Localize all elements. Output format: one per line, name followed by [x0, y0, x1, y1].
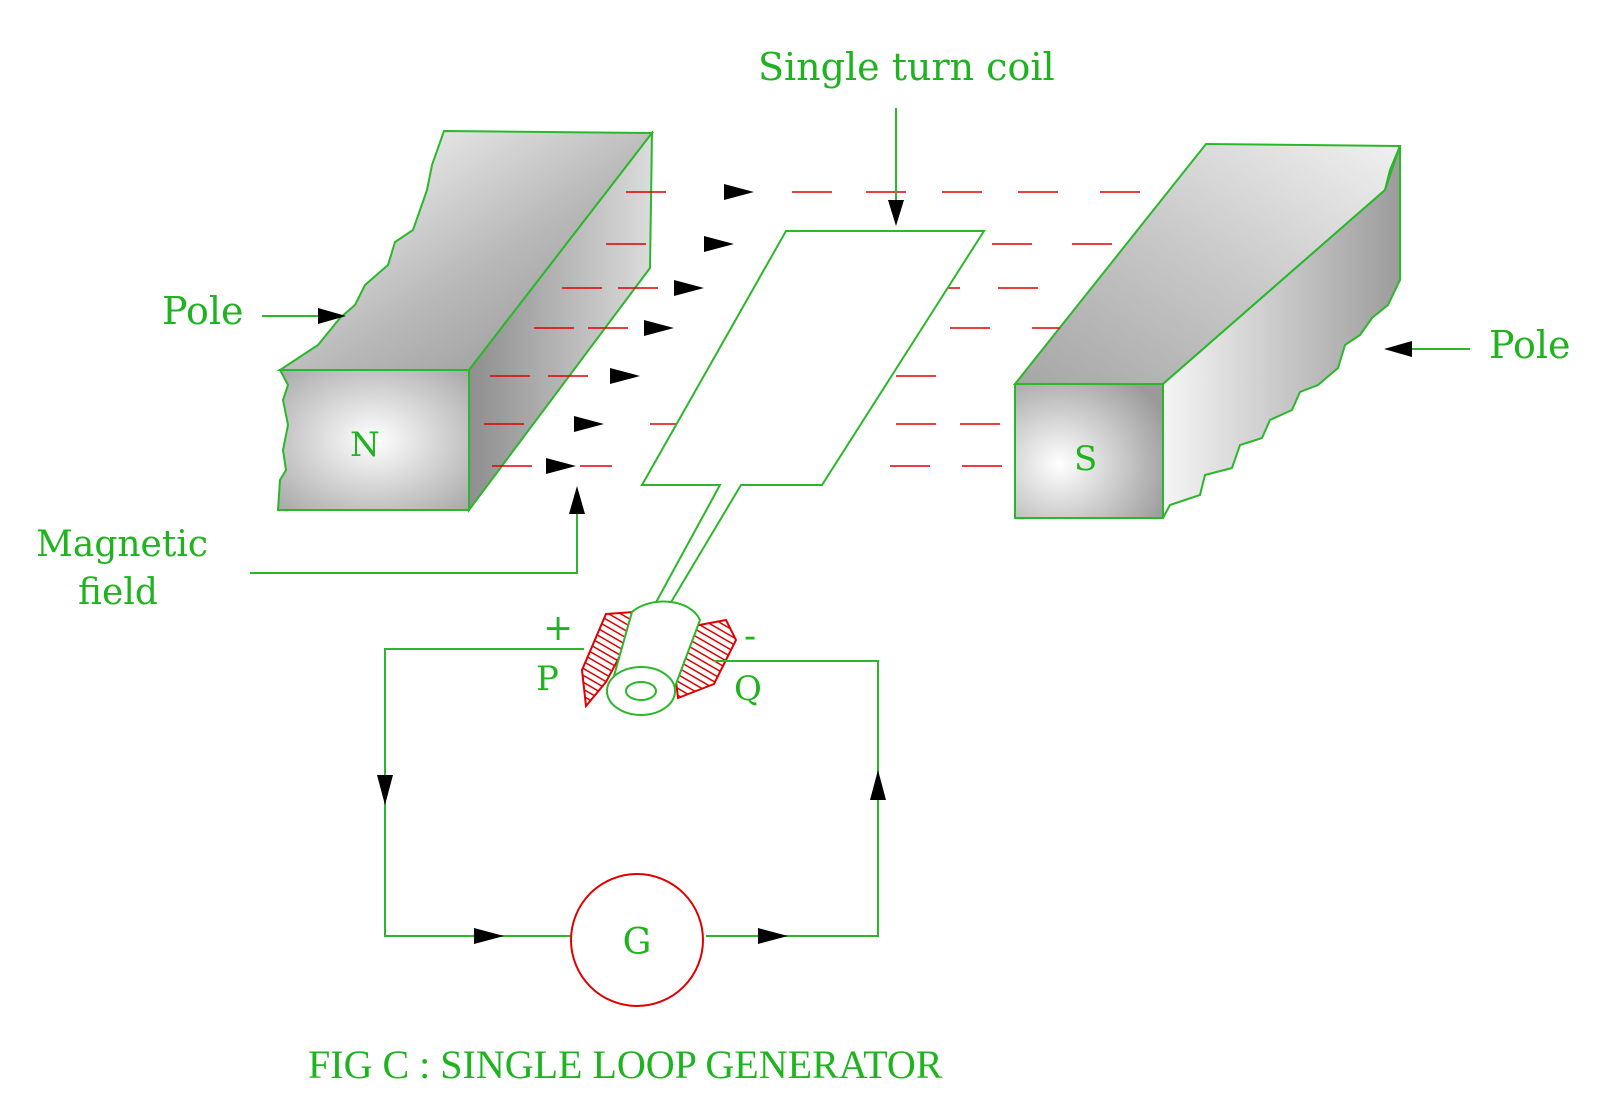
field-direction-arrows [546, 184, 754, 474]
minus-sign: - [744, 616, 756, 657]
plus-sign: + [543, 608, 573, 649]
field-arrow-7 [546, 458, 576, 474]
current-arrow-up [870, 770, 886, 800]
south-pole-letter: S [1074, 439, 1097, 479]
magnetic-field-leader-arrow [569, 486, 585, 514]
labels: Single turn coil Pole Pole N S Magnetic … [36, 45, 1571, 1087]
field-arrow-4 [644, 320, 674, 336]
current-arrow-right-2 [758, 928, 788, 944]
magnetic-field-label-line1: Magnetic [36, 524, 208, 565]
pole-left-leader-arrow [318, 308, 346, 324]
commutator-end-inner [625, 681, 657, 701]
field-arrow-2 [704, 236, 734, 252]
galvanometer-label: G [623, 922, 652, 963]
brush-q-label: Q [734, 669, 762, 709]
field-arrow-5 [610, 368, 640, 384]
field-arrow-6 [574, 416, 604, 432]
commutator-assembly [580, 600, 738, 716]
pole-left-label: Pole [162, 289, 244, 333]
south-pole-magnet [1012, 142, 1402, 519]
leader-lines [250, 108, 1470, 574]
brush-p-label: P [536, 659, 559, 699]
field-arrow-3 [674, 280, 704, 296]
magnetic-field-leader-line [250, 512, 578, 574]
magnetic-field-label-line2: field [78, 572, 158, 613]
coil-label: Single turn coil [758, 45, 1055, 89]
coil-leader-arrow [888, 200, 904, 226]
south-pole-side-face [1162, 145, 1401, 519]
pole-right-leader-arrow [1384, 341, 1412, 357]
pole-right-label: Pole [1489, 323, 1571, 367]
leader-arrowheads [318, 200, 1412, 514]
north-pole-letter: N [350, 425, 380, 465]
circuit-wire-right [706, 660, 879, 937]
north-pole-side-face [468, 130, 654, 514]
figure-caption: FIG C : SINGLE LOOP GENERATOR [308, 1042, 943, 1087]
field-arrow-1 [724, 184, 754, 200]
current-arrow-down [377, 775, 393, 805]
current-arrow-right-1 [474, 928, 504, 944]
galvanometer [570, 873, 704, 1007]
north-pole-magnet [276, 129, 655, 514]
south-pole-front-face [1014, 383, 1164, 519]
current-direction-arrows [377, 770, 886, 944]
